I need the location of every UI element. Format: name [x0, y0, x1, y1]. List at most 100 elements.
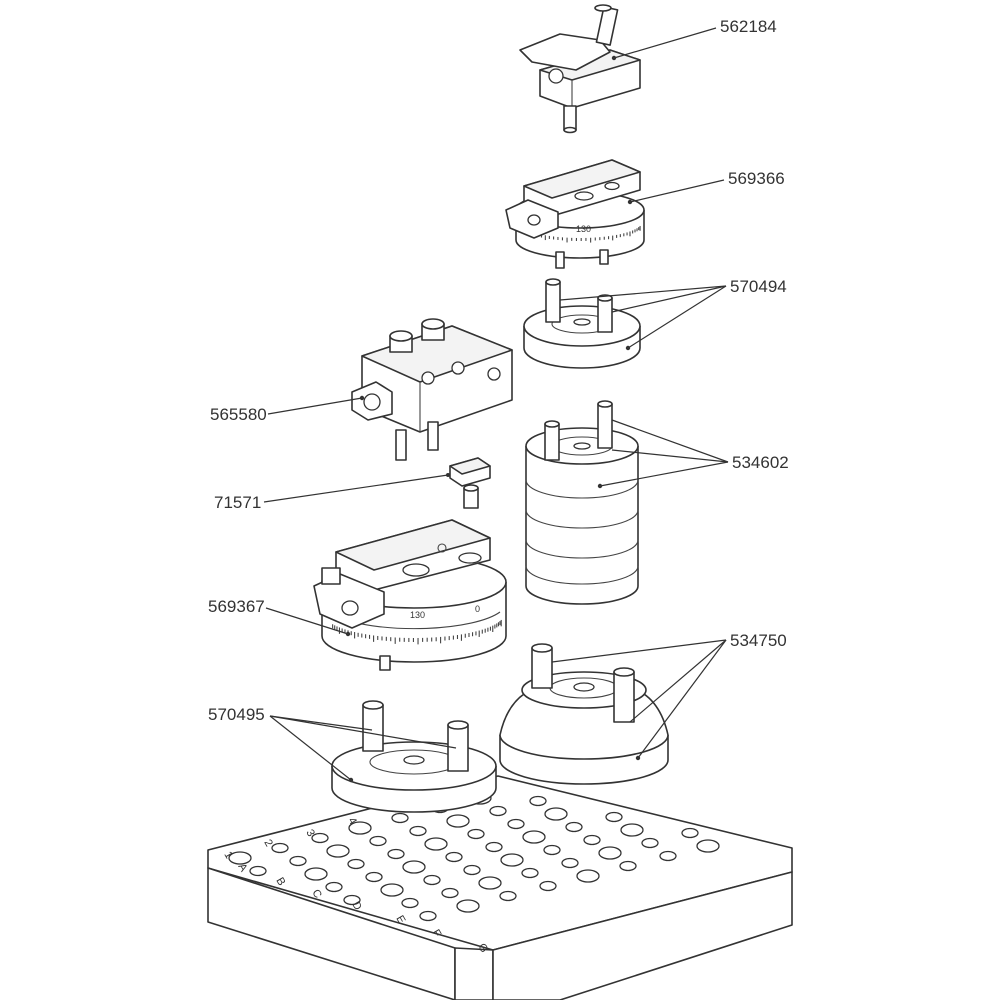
baseplate-hole — [401, 897, 419, 909]
baseplate-hole — [304, 867, 328, 881]
baseplate-hole — [369, 835, 387, 847]
baseplate-hole — [446, 814, 470, 828]
baseplate-hole — [544, 807, 568, 821]
callout-569367: 569367 — [208, 597, 265, 616]
baseplate-hole — [619, 860, 637, 872]
baseplate-hole — [391, 812, 409, 824]
baseplate-hole — [659, 850, 677, 862]
baseplate-hole — [343, 894, 361, 906]
callout-534602: 534602 — [732, 453, 789, 472]
part-570495-ring — [331, 700, 497, 813]
baseplate-hole — [522, 830, 546, 844]
large-scale-label-a: 130 — [410, 610, 425, 620]
callout-562184: 562184 — [720, 17, 777, 36]
part-569367-rotary-vise: 130 0 — [313, 519, 507, 671]
leader-570494-b — [611, 285, 727, 313]
baseplate-row-letters: A B C D E F G — [235, 862, 490, 955]
baseplate-hole — [271, 842, 289, 854]
leader-534602-b — [611, 449, 729, 463]
part-534750-riser — [499, 643, 669, 785]
baseplate-hole — [583, 834, 601, 846]
baseplate-hole — [641, 837, 659, 849]
baseplate-hole — [441, 887, 459, 899]
leader-569366 — [629, 179, 725, 203]
leader-534602-c — [599, 461, 729, 487]
baseplate-hole — [249, 865, 267, 877]
baseplate-hole — [499, 890, 517, 902]
baseplate-hole — [500, 853, 524, 867]
leader-562184 — [613, 27, 717, 59]
large-scale-ticks — [332, 619, 502, 645]
baseplate-hole — [598, 846, 622, 860]
baseplate-hole — [539, 880, 557, 892]
baseplate-hole — [424, 837, 448, 851]
baseplate-hole — [387, 848, 405, 860]
callout-71571: 71571 — [214, 493, 261, 512]
leader-534602-a — [611, 419, 729, 463]
leader-570494-a — [559, 285, 727, 301]
baseplate-hole — [409, 825, 427, 837]
baseplate-hole — [467, 828, 485, 840]
part-569366-rotary-vise: 130 — [505, 159, 645, 269]
part-562184-vise — [519, 4, 641, 134]
callout-570495: 570495 — [208, 705, 265, 724]
baseplate-hole — [380, 883, 404, 897]
leader-565580 — [267, 397, 363, 415]
baseplate-hole — [605, 811, 623, 823]
small-scale-label: 130 — [576, 224, 591, 234]
baseplate-hole — [325, 881, 343, 893]
part-71571-slot-nut — [446, 457, 491, 509]
baseplate-hole — [445, 851, 463, 863]
baseplate-hole — [681, 827, 699, 839]
baseplate-hole — [326, 844, 350, 858]
callout-565580: 565580 — [210, 405, 267, 424]
baseplate-hole — [561, 857, 579, 869]
baseplate-hole — [696, 839, 720, 853]
leader-534750-c — [637, 639, 727, 759]
baseplate-hole — [419, 910, 437, 922]
leader-534750-a — [551, 639, 727, 663]
baseplate-hole — [228, 851, 252, 865]
baseplate-hole — [489, 805, 507, 817]
leader-71571 — [263, 474, 449, 503]
large-scale-label-b: 0 — [475, 604, 480, 614]
baseplate-hole — [543, 844, 561, 856]
baseplate-hole — [402, 860, 426, 874]
callout-569366: 569366 — [728, 169, 785, 188]
col-number-2: 2 — [261, 838, 274, 849]
baseplate-hole — [507, 818, 525, 830]
baseplate-hole — [576, 869, 600, 883]
callout-570494: 570494 — [730, 277, 787, 296]
baseplate-hole — [311, 832, 329, 844]
baseplate-hole — [521, 867, 539, 879]
baseplate-hole — [365, 871, 383, 883]
baseplate-hole — [423, 874, 441, 886]
baseplate-hole — [347, 858, 365, 870]
part-570494-ring — [523, 278, 641, 369]
col-number-3: 3 — [303, 828, 316, 839]
callout-labels: 562184 569366 570494 565580 534602 71571… — [208, 17, 789, 724]
baseplate-hole — [478, 876, 502, 890]
part-565580-block — [351, 318, 513, 461]
baseplate-hole — [620, 823, 644, 837]
col-number-1: 1 — [221, 850, 234, 861]
baseplate-grid-plate: A B C D E F G 1 2 3 4 5 — [207, 775, 793, 1000]
part-534602-riser — [525, 400, 639, 605]
callout-534750: 534750 — [730, 631, 787, 650]
baseplate-hole — [529, 795, 547, 807]
leader-534750-b — [629, 639, 727, 723]
leader-570495-b — [269, 715, 457, 749]
baseplate-hole — [463, 864, 481, 876]
leader-570495-c — [269, 715, 352, 781]
baseplate-hole — [565, 821, 583, 833]
baseplate-hole — [456, 899, 480, 913]
col-number-4: 4 — [345, 816, 358, 827]
leader-lines — [263, 27, 729, 781]
baseplate-hole — [348, 821, 372, 835]
baseplate-hole — [289, 855, 307, 867]
leader-570494-c — [627, 285, 727, 349]
leader-569367 — [265, 607, 349, 635]
baseplate-hole — [485, 841, 503, 853]
